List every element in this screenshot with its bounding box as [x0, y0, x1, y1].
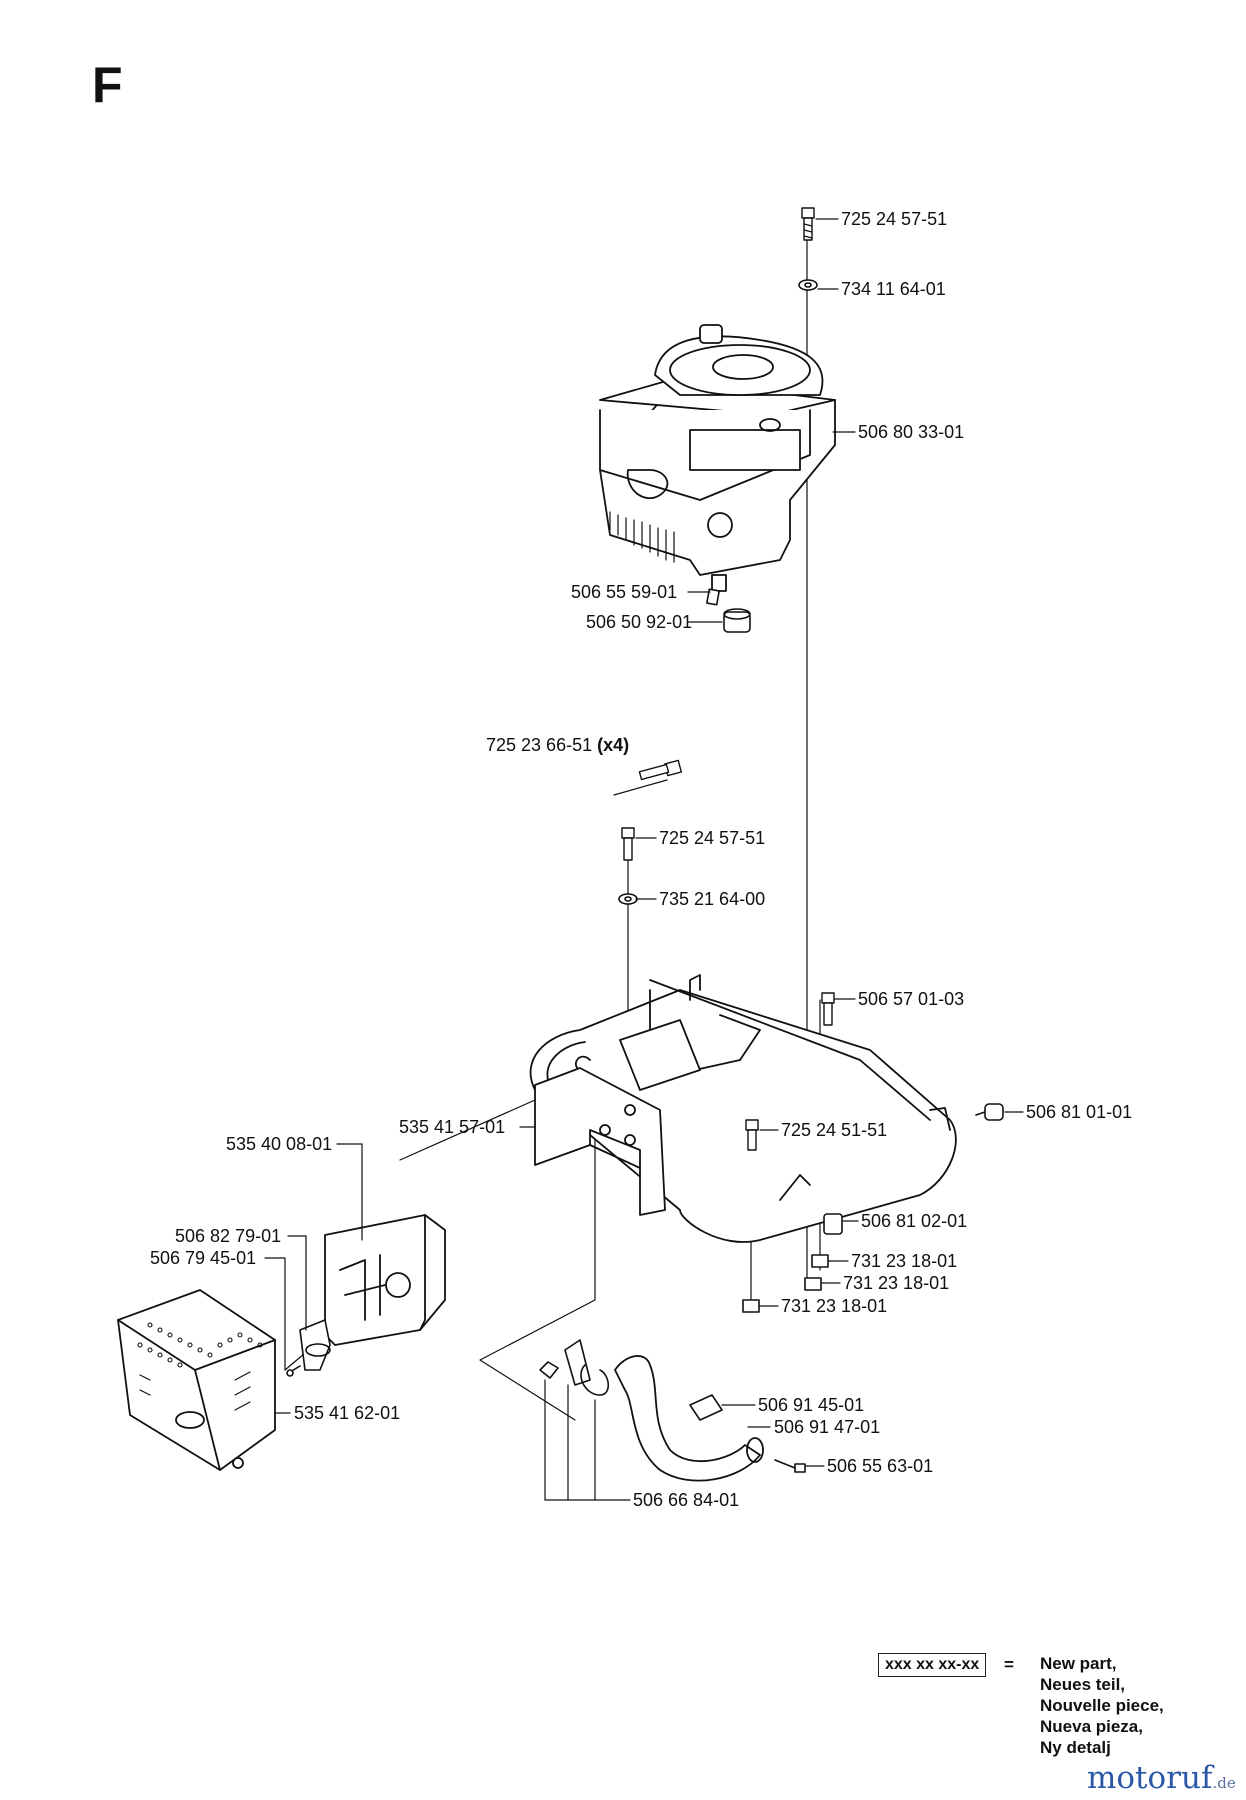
watermark-logo: motoruf.de — [1087, 1760, 1236, 1796]
part-label: 506 81 02-01 — [861, 1211, 968, 1231]
part-label: 535 40 08-01 — [226, 1134, 333, 1154]
legend-line: Nueva pieza, — [1040, 1717, 1143, 1736]
pipe-bolt — [774, 1459, 806, 1473]
part-label: 506 57 01-03 — [858, 989, 965, 1009]
watermark-tld: .de — [1212, 1774, 1236, 1792]
legend-line: New part, — [1040, 1654, 1117, 1673]
washer-top — [798, 279, 818, 291]
bolt-right-lower — [745, 1119, 759, 1151]
gasket — [689, 1394, 723, 1421]
part-label: 731 23 18-01 — [781, 1296, 888, 1316]
part-label: 734 11 64-01 — [841, 279, 946, 299]
cap-nut-right — [975, 1103, 1004, 1121]
part-label: 506 55 63-01 — [827, 1456, 934, 1476]
part-label: 506 80 33-01 — [858, 422, 965, 442]
exhaust-pipe — [614, 1355, 764, 1482]
watermark-main: motoruf — [1087, 1760, 1213, 1796]
part-label: 506 82 79-01 — [175, 1226, 282, 1246]
part-label: 506 55 59-01 — [571, 582, 678, 602]
part-label: 506 79 45-01 — [150, 1248, 257, 1268]
clamp-parts — [539, 1339, 610, 1396]
legend-equals: = — [1004, 1655, 1014, 1674]
bolt-top — [801, 207, 815, 241]
angled-bolt — [638, 759, 683, 781]
part-label: 506 81 01-01 — [1026, 1102, 1133, 1122]
callout-bracket — [544, 1379, 616, 1501]
washer-middle — [618, 893, 638, 905]
part-label: 506 91 45-01 — [758, 1395, 865, 1415]
part-label: 725 24 57-51 — [659, 828, 766, 848]
spacer — [823, 1213, 843, 1235]
part-label: 735 21 64-00 — [659, 889, 766, 909]
part-label: 731 23 18-01 — [843, 1273, 950, 1293]
part-label-bolt-x4: 725 23 66-51 (x4) — [486, 735, 629, 755]
section-letter: F — [92, 57, 123, 113]
part-quantity: (x4) — [597, 735, 630, 755]
muffler — [324, 1214, 446, 1346]
engine-mount-frame — [529, 974, 957, 1243]
part-label: 535 41 57-01 — [399, 1117, 506, 1137]
bolt-right-upper — [821, 992, 835, 1026]
pulley-bushing — [723, 608, 751, 633]
legend-line: Neues teil, — [1040, 1675, 1126, 1694]
part-label: 506 50 92-01 — [586, 612, 693, 632]
legend-line: Ny detalj — [1040, 1738, 1111, 1757]
bolt-middle — [621, 827, 635, 861]
part-number: 725 23 66-51 — [486, 735, 593, 755]
part-label: 725 24 51-51 — [781, 1120, 888, 1140]
part-label: 506 66 84-01 — [633, 1490, 740, 1510]
heat-shield — [117, 1289, 276, 1471]
part-label: 725 24 57-51 — [841, 209, 948, 229]
part-label: 731 23 18-01 — [851, 1251, 958, 1271]
shaft-key — [706, 588, 720, 606]
label-leaders — [264, 218, 1024, 1501]
legend-line: Nouvelle piece, — [1040, 1696, 1164, 1715]
legend-meaning: New part, Neues teil, Nouvelle piece, Nu… — [1040, 1653, 1164, 1758]
small-screw — [286, 1365, 301, 1377]
engine-illustration — [599, 324, 836, 592]
legend-code-box: xxx xx xx-xx — [878, 1653, 987, 1677]
part-label: 535 41 62-01 — [294, 1403, 401, 1423]
part-label: 506 91 47-01 — [774, 1417, 881, 1437]
muffler-bracket — [534, 1067, 666, 1216]
exhaust-deflector — [299, 1319, 331, 1371]
